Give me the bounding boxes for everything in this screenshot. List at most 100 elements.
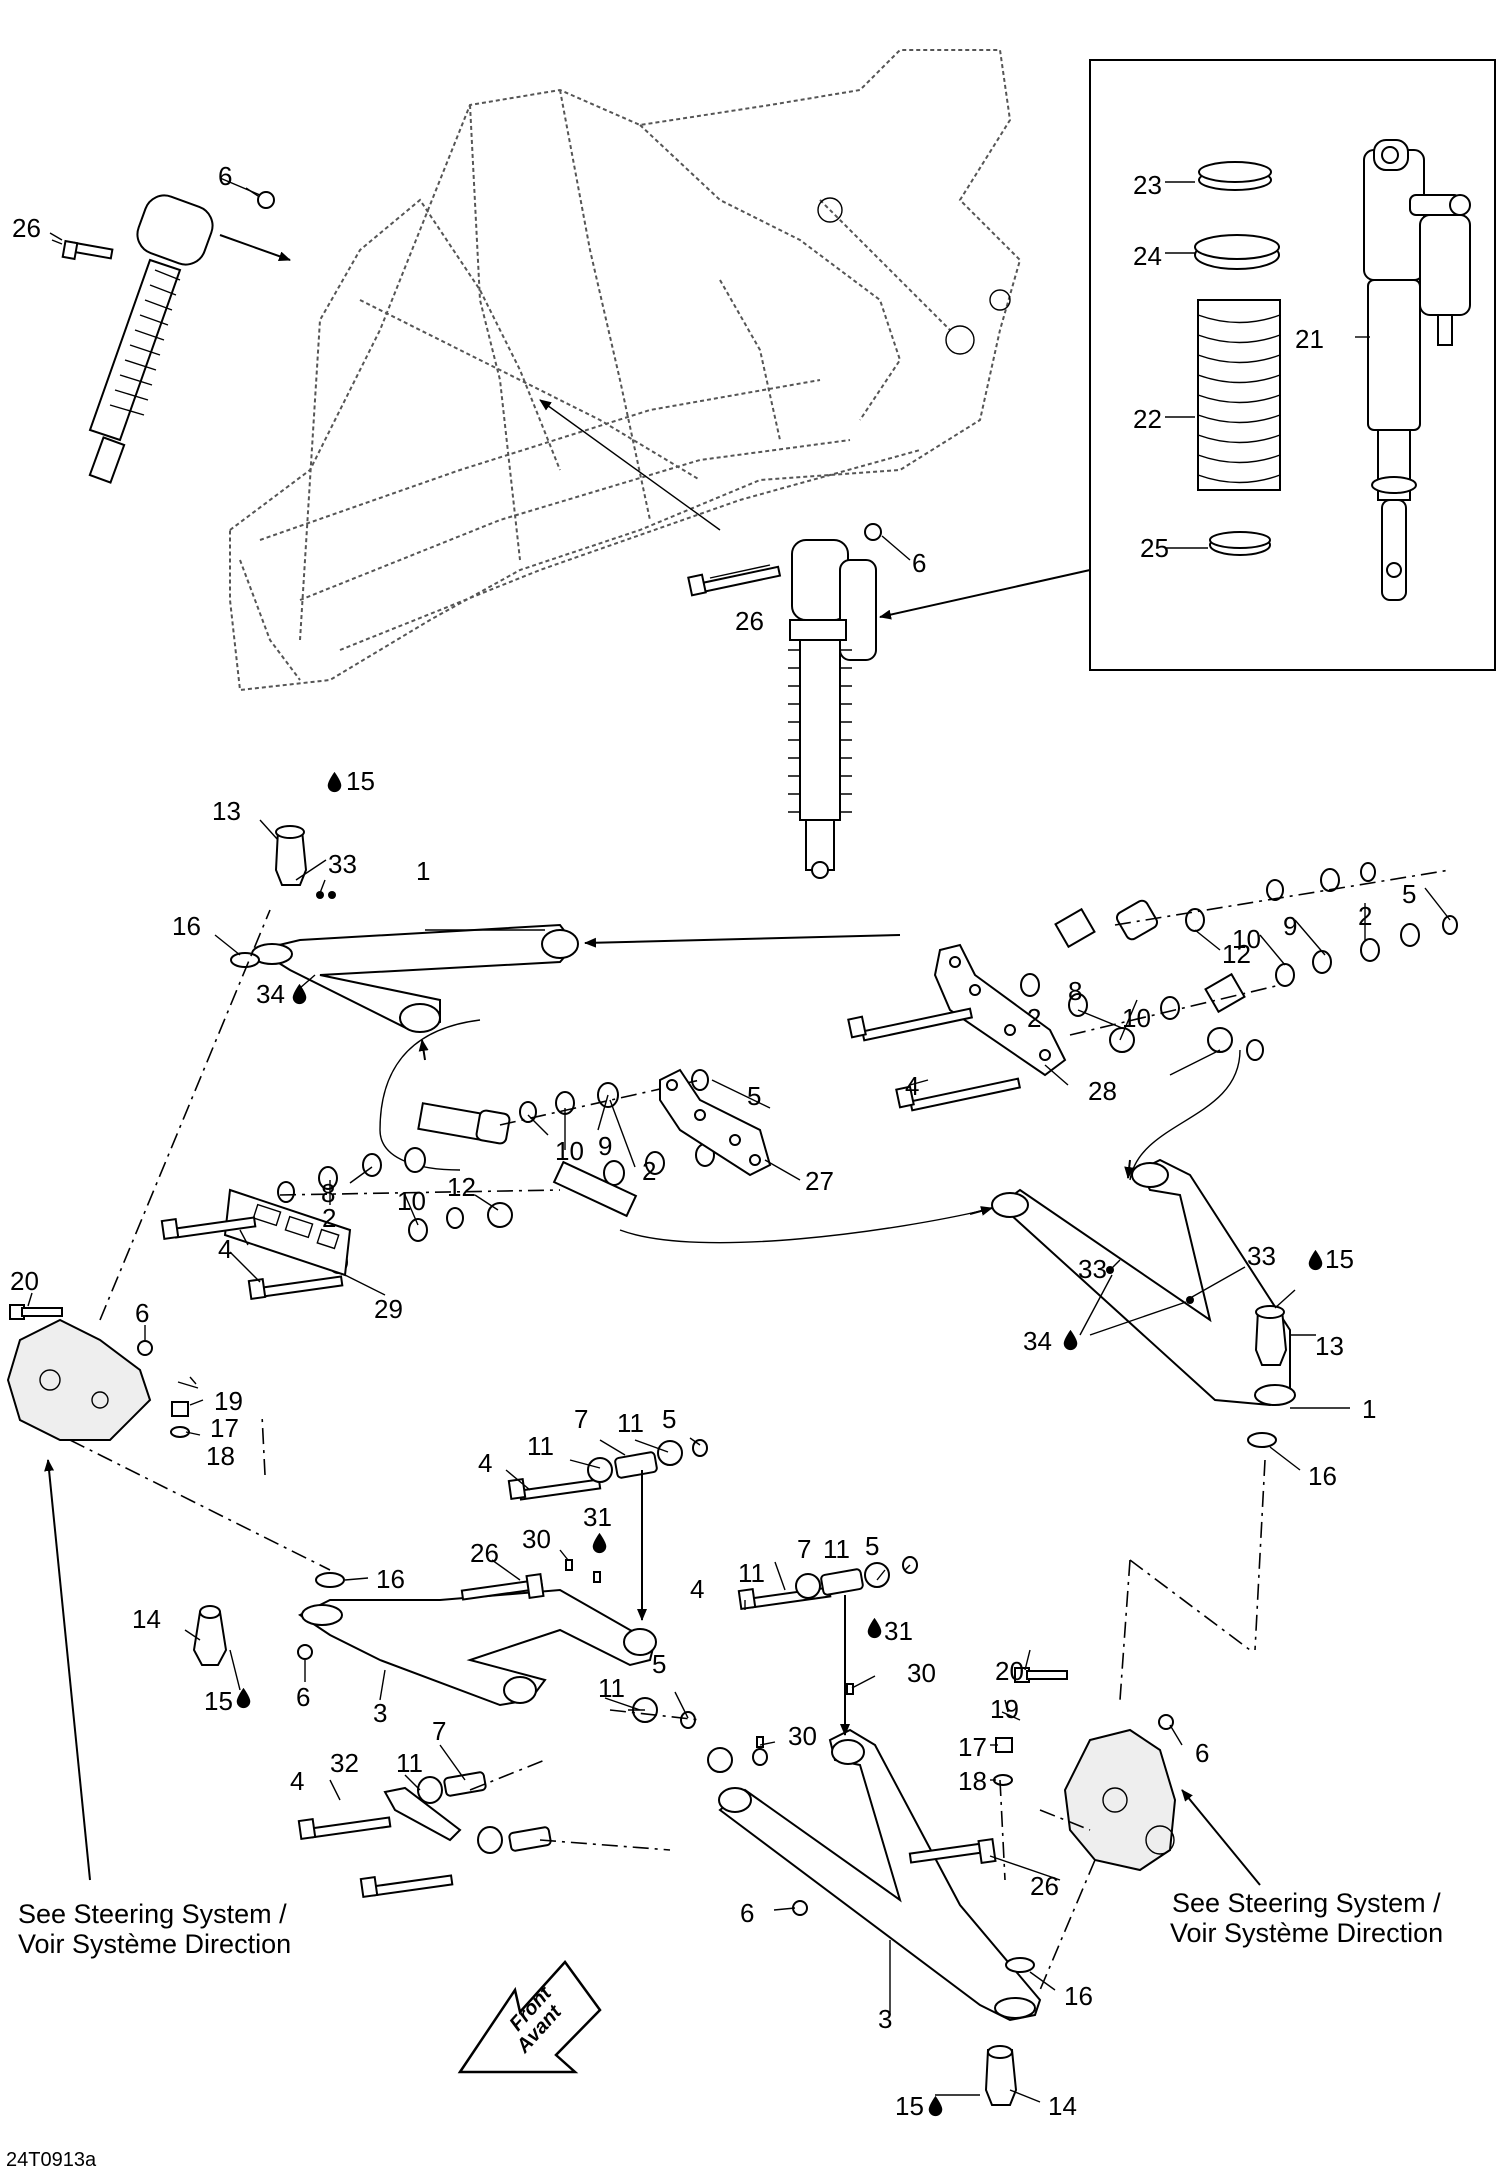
circlip-16-left-upper-icon	[230, 952, 260, 968]
front-direction-arrow-icon	[457, 1960, 602, 2074]
callout-25: 25	[1140, 533, 1169, 563]
callout-4: 4	[690, 1574, 704, 1604]
callout-32: 32	[330, 1748, 359, 1778]
callout-33: 33	[328, 849, 357, 879]
callout-11: 11	[527, 1431, 554, 1461]
callout-numbers: 6 26 6 26 23 24 22 25 21 13 15 33 1 16 3…	[10, 161, 1416, 2121]
callout-10: 10	[1122, 1003, 1151, 1033]
steering-note-right-line1: See Steering System /	[1172, 1888, 1441, 1918]
callout-4: 4	[218, 1234, 232, 1264]
callout-14: 14	[132, 1604, 161, 1634]
callout-24: 24	[1133, 241, 1162, 271]
grease-fitting-30-left-icon	[565, 1559, 601, 1583]
callout-29: 29	[374, 1294, 403, 1324]
callout-6: 6	[296, 1682, 310, 1712]
nut-17-left-icon	[171, 1401, 189, 1417]
bolts-4-middle-left-icon	[160, 1216, 344, 1301]
vehicle-frame	[229, 49, 1022, 692]
nut-6-left-knuckle-icon	[137, 1340, 153, 1356]
grease-point-33-right2-icon	[1186, 1296, 1194, 1304]
bolt-26-left-lower-icon	[460, 1573, 545, 1601]
callout-31: 31	[884, 1616, 913, 1646]
coil-spring-22-icon	[1197, 299, 1281, 491]
ball-joint-14-left-icon	[192, 1605, 228, 1666]
upper-a-arm-right-icon	[991, 1158, 1296, 1407]
callout-10: 10	[555, 1136, 584, 1166]
bracket-28-icon	[933, 943, 1067, 1077]
oil-drop-15-c-icon	[236, 1687, 251, 1709]
pin-19-right-icon	[1001, 1711, 1021, 1721]
callout-1: 1	[1362, 1394, 1376, 1424]
callout-21: 21	[1295, 324, 1324, 354]
callout-20: 20	[10, 1266, 39, 1296]
shock-absorber-center-icon	[788, 539, 877, 879]
callout-5: 5	[652, 1649, 666, 1679]
nut-6-topleft-icon	[245, 187, 275, 209]
nut-6-right-lower-icon	[792, 1900, 808, 1916]
shock-absorber-21-icon	[1363, 139, 1471, 601]
oil-drop-15-d-icon	[928, 2095, 943, 2117]
callout-11: 11	[396, 1748, 423, 1778]
lower-a-arm-right-icon	[718, 1728, 1042, 2022]
pin-19-left-icon	[177, 1381, 199, 1389]
callout-2: 2	[1358, 901, 1372, 931]
callout-23: 23	[1133, 170, 1162, 200]
callout-18: 18	[958, 1766, 987, 1796]
grease-point-33-left-icon	[316, 891, 324, 899]
callout-30: 30	[907, 1658, 936, 1688]
callout-30: 30	[522, 1524, 551, 1554]
callout-3: 3	[878, 2004, 892, 2034]
callout-34: 34	[256, 979, 285, 1009]
bolt-20-right-icon	[1014, 1667, 1068, 1683]
callout-34: 34	[1023, 1326, 1052, 1356]
callout-26: 26	[470, 1538, 499, 1568]
callout-5: 5	[747, 1081, 761, 1111]
washer-18-right-icon	[993, 1774, 1013, 1786]
lower-a-arm-left-icon	[298, 1588, 657, 1707]
callout-12: 12	[447, 1172, 476, 1202]
callout-6: 6	[135, 1298, 149, 1328]
nut-6-center-icon	[864, 523, 882, 541]
callout-28: 28	[1088, 1076, 1117, 1106]
callout-26: 26	[1030, 1871, 1059, 1901]
steering-knuckle-left-icon	[6, 1318, 152, 1441]
callout-8: 8	[1068, 976, 1082, 1006]
callout-5: 5	[662, 1404, 676, 1434]
steering-note-left-line2: Voir Système Direction	[18, 1929, 291, 1959]
callout-16: 16	[1064, 1981, 1093, 2011]
callout-22: 22	[1133, 404, 1162, 434]
oil-drop-31-b-icon	[867, 1617, 882, 1639]
callout-30: 30	[788, 1721, 817, 1751]
callout-5: 5	[1402, 879, 1416, 909]
callout-9: 9	[1283, 911, 1297, 941]
bolts-4-upper-right-icon	[847, 1007, 1022, 1112]
callout-15: 15	[895, 2091, 924, 2121]
oil-drop-15-b-icon	[1308, 1249, 1323, 1271]
oil-drop-34-b-icon	[1063, 1329, 1078, 1351]
nut-17-right-icon	[995, 1737, 1013, 1753]
upper-a-arm-left-icon	[251, 923, 579, 1033]
callout-20: 20	[995, 1656, 1024, 1686]
grease-fitting-30-right-icon	[756, 1683, 854, 1748]
shock-absorber-left-icon	[88, 194, 291, 484]
callout-2: 2	[322, 1203, 336, 1233]
callout-7: 7	[432, 1716, 446, 1746]
callout-2: 2	[642, 1156, 656, 1186]
callout-19: 19	[990, 1694, 1019, 1724]
callout-9: 9	[598, 1131, 612, 1161]
callout-11: 11	[738, 1558, 765, 1588]
callout-7: 7	[574, 1404, 588, 1434]
spring-seat-24-icon	[1194, 234, 1280, 270]
bushing-stack-lower-bottom-icon	[297, 1759, 671, 1899]
leader-lines	[27, 177, 1451, 2103]
spring-retainer-23-icon	[1198, 161, 1272, 191]
callout-17: 17	[210, 1413, 239, 1443]
callout-10: 10	[397, 1186, 426, 1216]
oil-drop-34-a-icon	[292, 983, 307, 1005]
callout-15: 15	[346, 766, 375, 796]
callout-10: 10	[1232, 924, 1261, 954]
bushing-stack-lower-left-icon	[507, 1439, 768, 1773]
callout-13: 13	[212, 796, 241, 826]
callout-4: 4	[478, 1448, 492, 1478]
callout-2: 2	[1027, 1003, 1041, 1033]
